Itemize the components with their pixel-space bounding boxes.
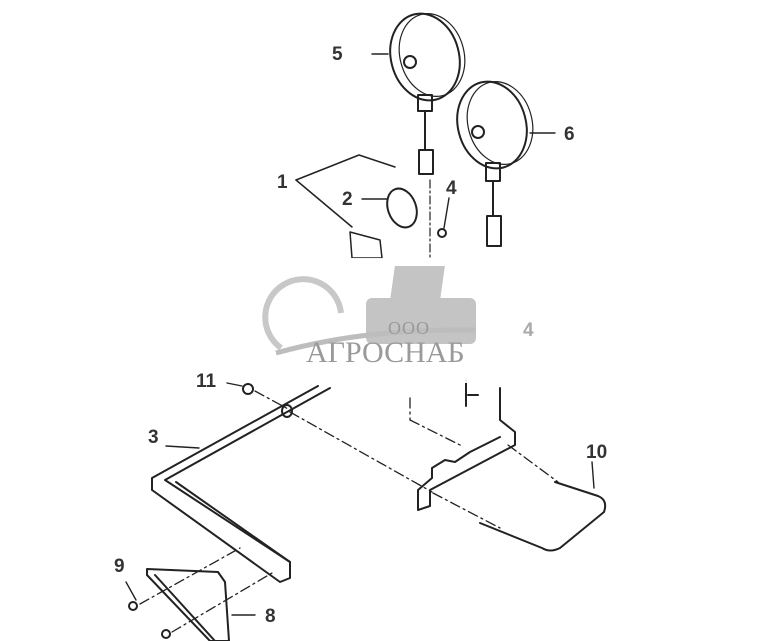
part-11-nut [226, 382, 254, 395]
part-2-ring [361, 187, 418, 229]
watermark-prefix: ООО [388, 318, 430, 338]
lamp-5-icon [371, 12, 466, 175]
callout-6: 6 [564, 124, 575, 145]
part-9-screws [125, 581, 171, 639]
part-4-nut-top [437, 197, 450, 238]
callout-3: 3 [148, 427, 159, 448]
callout-4-top: 4 [446, 178, 457, 199]
callout-5: 5 [332, 44, 343, 65]
watermark-logo-icon [262, 266, 477, 356]
callout-4-bottom: 4 [523, 320, 534, 341]
part-3-bracket [151, 385, 331, 583]
callout-9: 9 [114, 556, 125, 577]
callout-8: 8 [265, 606, 276, 627]
callout-1: 1 [277, 172, 288, 193]
part-10-u-bolt [479, 461, 607, 552]
watermark-name: АГРОСНАБ [306, 336, 465, 369]
lamp-6-icon [456, 80, 556, 247]
callout-2: 2 [342, 189, 353, 210]
part-8-reflector [146, 568, 256, 641]
callout-10: 10 [586, 442, 608, 463]
watermark-panel [246, 258, 536, 383]
mount-plate [417, 379, 516, 511]
callout-11: 11 [196, 371, 217, 392]
